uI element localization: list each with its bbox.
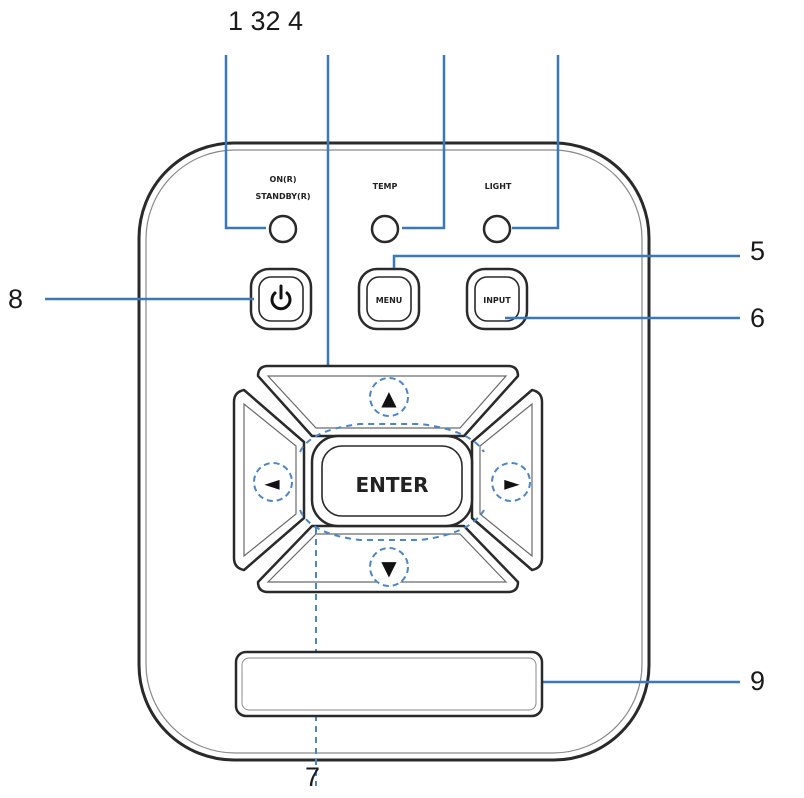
- menu-button-label: MENU: [376, 296, 403, 305]
- left-arrow-circle: [253, 462, 293, 502]
- down-arrow-icon: ▼: [381, 556, 397, 580]
- dashed-arc-bottom: [299, 509, 485, 541]
- ir-receiver-inner: [241, 657, 537, 711]
- panel-inner-border: [145, 149, 643, 754]
- leader-line-5: [392, 254, 740, 268]
- enter-button-label: ENTER: [355, 473, 428, 497]
- menu-button[interactable]: MENU: [357, 267, 421, 331]
- dashed-highlight: [299, 423, 485, 786]
- label-temp: TEMP: [373, 182, 398, 191]
- callout-8: 8: [8, 284, 24, 314]
- right-arrow-circle: [491, 462, 531, 502]
- up-arrow-circle: [369, 377, 409, 417]
- leader-line-1: [224, 55, 266, 230]
- leader-lines-top: [224, 55, 560, 420]
- label-on-standby-line2: STANDBY(R): [255, 192, 310, 201]
- left-arrow-icon: ◄: [264, 471, 280, 495]
- callout-7: 7: [305, 762, 321, 792]
- callout-numbers-top: 1 32 4: [228, 6, 304, 36]
- direction-pad-inner: [243, 375, 533, 583]
- callout-6: 6: [750, 303, 766, 333]
- label-light: LIGHT: [485, 182, 512, 191]
- right-arrow-icon: ►: [504, 471, 520, 495]
- power-icon: [270, 284, 292, 311]
- led-temp: [370, 214, 400, 244]
- input-button-label: INPUT: [483, 296, 511, 305]
- callout-5: 5: [750, 236, 766, 266]
- input-button[interactable]: INPUT: [465, 267, 529, 331]
- label-on-standby-line1: ON(R): [270, 175, 297, 184]
- down-arrow-circle: [369, 547, 409, 587]
- led-on-standby: [268, 214, 298, 244]
- leader-line-2-temp: [402, 55, 446, 230]
- arrow-circles: [253, 377, 531, 587]
- dashed-arc-top: [299, 423, 485, 453]
- power-button[interactable]: [249, 267, 313, 331]
- ir-receiver-window: [234, 650, 544, 718]
- led-light: [482, 214, 512, 244]
- enter-button[interactable]: ENTER: [310, 434, 474, 528]
- callout-9: 9: [750, 666, 766, 696]
- leader-line-4-light: [512, 55, 560, 230]
- up-arrow-icon: ▲: [381, 386, 397, 410]
